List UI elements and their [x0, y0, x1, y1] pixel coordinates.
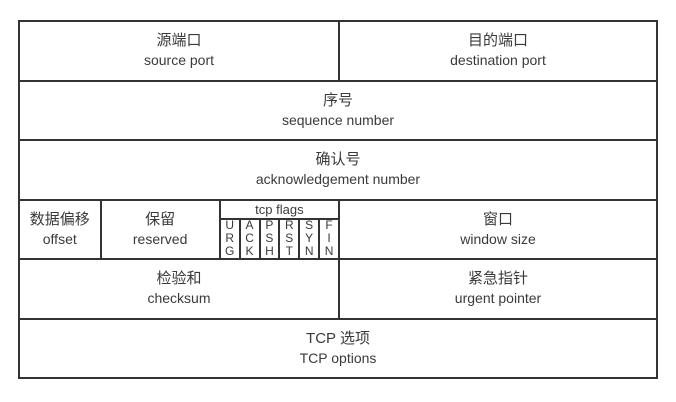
- destination-port-label-en: destination port: [450, 52, 546, 69]
- acknowledgement-number-label-en: acknowledgement number: [255, 171, 421, 188]
- window-size-label-en: window size: [460, 230, 536, 247]
- urgent-pointer-cell: 紧急指针 urgent pointer: [338, 260, 656, 318]
- row-tcp-options: TCP 选项 TCP options: [20, 317, 656, 378]
- data-offset-label-zh: 数据偏移: [29, 210, 90, 228]
- acknowledgement-number-cell: 确认号 acknowledgement number: [20, 141, 656, 199]
- row-ports: 源端口 source port 目的端口 destination port: [20, 22, 656, 80]
- source-port-label-en: source port: [143, 52, 215, 69]
- reserved-cell: 保留 reserved: [99, 200, 219, 258]
- window-size-cell: 窗口 window size: [338, 200, 656, 258]
- source-port-cell: 源端口 source port: [20, 22, 338, 80]
- data-offset-cell: 数据偏移 offset: [20, 201, 100, 259]
- sequence-number-label-en: sequence number: [281, 111, 395, 128]
- checksum-label-en: checksum: [147, 290, 211, 307]
- tcp-options-label-zh: TCP 选项: [306, 329, 370, 347]
- data-offset-label-en: offset: [42, 230, 77, 247]
- sequence-number-label-zh: 序号: [322, 91, 353, 109]
- reserved-label-en: reserved: [132, 230, 188, 247]
- checksum-cell: 检验和 checksum: [20, 260, 338, 318]
- row-acknowledgement-number: 确认号 acknowledgement number: [20, 139, 656, 199]
- row-sequence-number: 序号 sequence number: [20, 79, 656, 140]
- sequence-number-cell: 序号 sequence number: [20, 82, 656, 140]
- urgent-pointer-label-zh: 紧急指针: [467, 270, 528, 288]
- destination-port-label-zh: 目的端口: [467, 32, 528, 50]
- reserved-label-zh: 保留: [145, 210, 176, 228]
- urgent-pointer-label-en: urgent pointer: [454, 290, 542, 307]
- tcp-options-label-en: TCP options: [299, 349, 377, 366]
- tcp-header-table: 源端口 source port 目的端口 destination port 序号…: [18, 20, 658, 379]
- checksum-label-zh: 检验和: [156, 270, 202, 288]
- window-size-label-zh: 窗口: [482, 210, 513, 228]
- tcp-options-cell: TCP 选项 TCP options: [20, 320, 656, 378]
- row-checksum-urgent: 检验和 checksum 紧急指针 urgent pointer: [20, 258, 656, 318]
- acknowledgement-number-label-zh: 确认号: [315, 151, 361, 169]
- source-port-label-zh: 源端口: [156, 32, 202, 50]
- destination-port-cell: 目的端口 destination port: [338, 22, 656, 80]
- tcp-flags-header: tcp flags: [220, 201, 338, 220]
